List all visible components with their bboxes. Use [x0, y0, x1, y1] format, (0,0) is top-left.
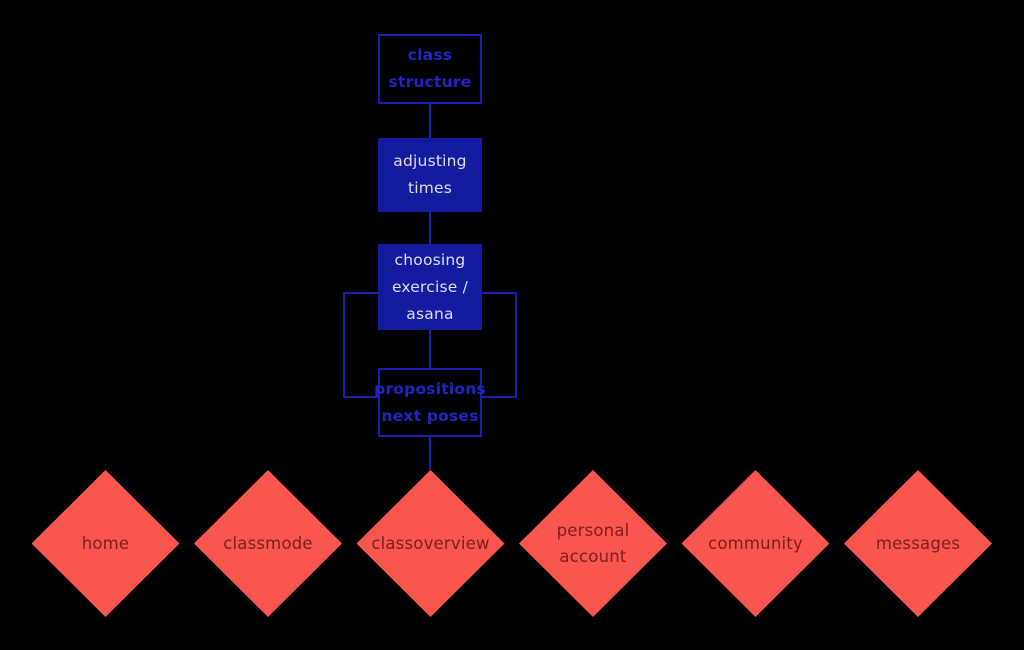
connector-line: [429, 212, 431, 244]
flow-node-propositions-next-poses[interactable]: propositions next poses: [374, 368, 486, 437]
flow-node-label-line: exercise /: [391, 277, 469, 296]
nav-diamond-label: community: [708, 533, 803, 553]
nav-diamond-community[interactable]: community: [681, 470, 830, 617]
flow-node-label-line: adjusting: [393, 152, 467, 170]
flow-node-label-line: next poses: [381, 406, 479, 425]
flow-node-label-line: times: [407, 179, 453, 197]
nav-diamond-personal-account[interactable]: personal account: [519, 470, 667, 617]
nav-diamond-home[interactable]: home: [31, 470, 180, 617]
flow-node-label-line: choosing: [394, 250, 466, 269]
nav-diamond-label: home: [81, 533, 130, 553]
flow-node-choosing-exercise-asana[interactable]: choosing exercise / asana: [378, 244, 482, 330]
flow-node-label-line: propositions: [374, 379, 486, 398]
nav-diamond-label: classmode: [223, 533, 313, 553]
flow-node-class-structure[interactable]: class structure: [378, 34, 482, 104]
connector-line: [429, 104, 431, 138]
nav-diamond-messages[interactable]: messages: [844, 470, 992, 617]
nav-diamond-label: messages: [875, 533, 961, 553]
flow-node-label-line: structure: [388, 73, 472, 91]
flow-node-label-line: class: [407, 46, 453, 64]
nav-diamond-label: personal account: [556, 520, 630, 566]
nav-diamond-classmode[interactable]: classmode: [194, 470, 342, 617]
nav-diamond-classoverview[interactable]: classoverview: [356, 470, 505, 617]
flow-node-adjusting-times[interactable]: adjusting times: [378, 138, 482, 212]
connector-line: [429, 437, 431, 470]
connector-line: [429, 330, 431, 368]
nav-diamond-label: classoverview: [371, 533, 490, 553]
flow-node-label-line: asana: [406, 304, 454, 323]
